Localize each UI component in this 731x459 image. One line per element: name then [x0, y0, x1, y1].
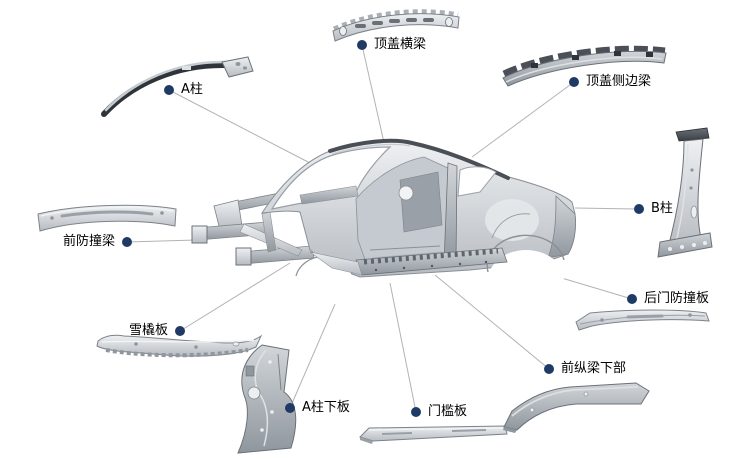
part-front-bumper-beam	[37, 204, 177, 232]
label-sill-plate: 门槛板	[411, 404, 467, 420]
part-rear-door-beam	[575, 309, 710, 331]
label-dot	[627, 294, 637, 304]
label-dot	[569, 77, 579, 87]
part-sill-plate	[359, 425, 508, 444]
car-front-structure	[191, 188, 315, 266]
label-dot	[544, 364, 554, 374]
leader-line-front-bumper-beam	[126, 239, 197, 243]
leader-lines	[126, 44, 640, 413]
part-roof-side-beam	[502, 45, 667, 87]
label-text: B柱	[651, 201, 673, 216]
label-text: 前纵梁下部	[561, 361, 627, 376]
label-dot	[357, 40, 367, 50]
label-text: A柱	[181, 82, 203, 97]
label-text: 顶盖横梁	[374, 37, 427, 52]
part-roof-cross-beam	[332, 9, 460, 42]
label-dot	[411, 407, 421, 417]
label-text: 前防撞梁	[62, 234, 115, 249]
car-body-illustration	[191, 138, 576, 310]
label-text: A柱下板	[302, 400, 350, 415]
part-a-pillar	[101, 56, 254, 117]
label-dot	[122, 237, 132, 247]
label-text: 门槛板	[428, 404, 468, 419]
label-sled-plate: 雪橇板	[129, 323, 185, 339]
leader-line-a-pillar	[168, 89, 311, 164]
car-quarter-window	[457, 166, 497, 197]
label-dot	[175, 326, 185, 336]
car-door-aperture	[355, 156, 453, 269]
part-a-pillar-lower	[237, 344, 297, 454]
part-front-rail-lower	[503, 382, 650, 433]
label-roof-side-beam: 顶盖侧边梁	[569, 74, 651, 90]
label-front-bumper-beam: 前防撞梁	[63, 234, 132, 250]
car-rear-panel	[547, 195, 576, 259]
label-dot	[164, 85, 174, 95]
leader-line-sill-plate	[389, 282, 417, 413]
label-text: 后门防撞板	[644, 291, 710, 306]
label-roof-cross-beam: 顶盖横梁	[357, 37, 426, 53]
leader-line-b-pillar	[574, 207, 640, 210]
part-b-pillar	[657, 127, 713, 258]
label-b-pillar: B柱	[634, 201, 673, 217]
label-dot	[285, 403, 295, 413]
label-dot	[634, 204, 644, 214]
label-text: 雪橇板	[128, 323, 168, 338]
label-rear-door-beam: 后门防撞板	[627, 291, 709, 307]
leader-line-sled-plate	[179, 262, 291, 332]
label-text: 顶盖侧边梁	[586, 74, 652, 89]
car-roof-rail	[328, 138, 510, 180]
label-front-rail-lower: 前纵梁下部	[544, 361, 626, 377]
label-a-pillar: A柱	[164, 82, 203, 98]
label-a-pillar-lower: A柱下板	[285, 400, 350, 416]
part-sled-plate	[96, 334, 263, 358]
leader-line-roof-cross-beam	[361, 44, 386, 148]
leader-line-front-rail-lower	[434, 274, 550, 370]
leader-line-roof-side-beam	[471, 81, 575, 158]
